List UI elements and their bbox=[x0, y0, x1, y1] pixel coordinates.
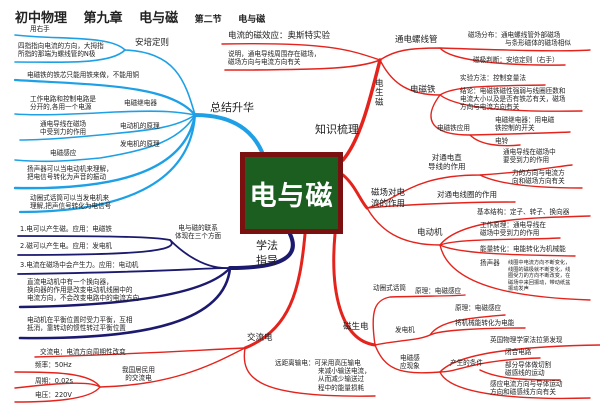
course-name: 初中物理 bbox=[15, 11, 68, 26]
induction-label: 电磁感应现象 bbox=[400, 354, 420, 371]
relay-desc: 工作电路和控制电路是分开的,各用一个电源 bbox=[30, 95, 96, 112]
ac-label: 交流电 bbox=[247, 333, 273, 343]
microphone-principle: 原理：电磁感应 bbox=[415, 287, 462, 295]
microphone-label: 动圈式话筒 bbox=[373, 284, 406, 292]
microphone-note: 动圈式话筒可以当发电机来理解,把声信号转化为电信号 bbox=[30, 194, 112, 211]
conditions-label: 产生的条件 bbox=[450, 359, 483, 367]
electro-magnet-label: 电生磁 bbox=[375, 79, 384, 108]
straight-wire-item: 力的方向与电流方向和磁场方向有关 bbox=[512, 169, 565, 186]
relation-item: 1.电可以产生磁。应用：电磁铁 bbox=[20, 225, 113, 233]
core-note: 电磁铁的铁芯只能用铁来做，不能用铜 bbox=[27, 71, 140, 79]
solenoid-label: 通电螺线管 bbox=[395, 35, 438, 45]
ampere-item: 四指指向电流的方向，大拇指所指的那端为螺线管的N极 bbox=[18, 42, 104, 59]
application-bell: 电铃 bbox=[495, 137, 509, 145]
force-on-current-label: 磁场对电流的作用 bbox=[371, 188, 406, 210]
motor-principle: 工作原理：通电导线在磁场中受到力的作用 bbox=[480, 221, 546, 238]
speaker-label: 扬声器 bbox=[480, 259, 500, 267]
condition-item: 部分导体做切割磁感线的运动 bbox=[505, 361, 552, 378]
balance-note: 电动机在平衡位置时受力平衡，互相抵消，靠转动的惯性转过平衡位置 bbox=[27, 316, 133, 333]
electromagnet-application-label: 电磁铁应用 bbox=[437, 124, 470, 132]
summary-label: 总结升华 bbox=[210, 101, 254, 114]
speaker-note: 扬声器可以当电动机来理解，把电信号转化为声音的振动 bbox=[27, 165, 113, 182]
summary-trunk bbox=[193, 113, 264, 154]
solenoid-pole: 磁极判断：安培定则（右手） bbox=[473, 56, 559, 64]
section-name: 电与磁 bbox=[238, 15, 266, 25]
relation-item: 3.电流在磁场中会产生力。应用：电动机 bbox=[20, 261, 139, 269]
generator-principle: 原理：电磁感应 bbox=[455, 304, 502, 312]
page-title: 初中物理 第九章 电与磁 第二节 电与磁 bbox=[15, 7, 277, 26]
method-label: 学法指导 bbox=[256, 239, 278, 268]
motor-principle-label: 电动机的原理 bbox=[120, 122, 160, 130]
induction-direction: 感应电流方向与导体运动方向和磁感线方向有关 bbox=[490, 380, 563, 397]
electromagnet-method: 实验方法：控制变量法 bbox=[460, 74, 526, 82]
transmission-note: 远距离输电：可采用高压输电来减小输送电流，从而减少输送过程中的能量损耗 bbox=[275, 359, 371, 392]
straight-wire-label: 对通电直导线的作用 bbox=[428, 153, 466, 172]
relay-label: 电磁继电器 bbox=[124, 99, 157, 107]
generator-principle-desc: 电磁感应 bbox=[50, 149, 77, 157]
generator-principle-label: 发电机的原理 bbox=[120, 140, 160, 148]
speaker-desc: 线圈中电流方向不断变化，线圈的磁极就不断变化，线圈受力的方向不断改变，在磁场中来… bbox=[508, 260, 571, 292]
generator-label: 发电机 bbox=[395, 326, 415, 334]
knowledge-label: 知识梳理 bbox=[315, 123, 359, 136]
straight-wire-item: 通电导线在磁场中要受到力的作用 bbox=[503, 148, 556, 165]
generator-energy: 将机械能转化为电能 bbox=[455, 319, 515, 327]
knowledge-branches bbox=[14, 43, 600, 403]
relation-label: 电与磁的联系体现在三个方面 bbox=[175, 224, 222, 241]
motor-label: 电动机 bbox=[417, 228, 443, 238]
ampere-item: 用右手 bbox=[30, 25, 50, 33]
application-relay: 电磁继电器：用电磁铁控制的开关 bbox=[495, 116, 555, 133]
magnet-electro-label: 磁生电 bbox=[343, 322, 369, 332]
chapter-name: 电与磁 bbox=[139, 11, 179, 26]
motor-structure: 基本结构：定子、转子、换向器 bbox=[477, 208, 570, 216]
center-label: 电与磁 bbox=[249, 180, 334, 212]
household-ac-label: 我国居民用的交流电 bbox=[122, 366, 155, 383]
method-branches bbox=[17, 232, 295, 340]
summary-branches bbox=[13, 34, 264, 214]
electromagnet-label: 电磁铁 bbox=[410, 85, 436, 95]
chapter-number: 第九章 bbox=[83, 11, 123, 26]
condition-item: 闭合电路 bbox=[505, 348, 532, 356]
section-number: 第二节 bbox=[194, 15, 222, 25]
solenoid-field: 磁场分布：通电螺线管外部磁场与条形磁体的磁场相似 bbox=[468, 31, 571, 48]
ampere-rule-label: 安培定则 bbox=[135, 38, 170, 48]
center-node: 电与磁 bbox=[240, 152, 343, 234]
oersted-desc: 说明，通电导线周围存在磁场，磁场方向与电流方向有关 bbox=[228, 50, 321, 67]
relation-item: 2.磁可以产生电。应用：发电机 bbox=[20, 242, 113, 250]
electromagnet-conclusion: 结论：电磁铁磁性强弱与线圈匝数和电流大小以及是否有铁芯有关，磁场方向与电流方向有… bbox=[460, 87, 566, 112]
commutator-note: 直流电动机中有一个换向器，换向器的作用是改变电动机线圈中的电流方向，不会改变电路… bbox=[27, 278, 140, 303]
ac-voltage: 电压：220V bbox=[35, 391, 72, 399]
branch-ampere bbox=[124, 49, 196, 116]
coil-label: 对通电线圈的作用 bbox=[437, 190, 497, 199]
ac-definition: 交流电：电流方向周期性改变 bbox=[40, 348, 126, 356]
motor-principle-desc: 通电导线在磁场中受到力的作用 bbox=[40, 120, 87, 137]
oersted-label: 电流的磁效应：奥斯特实验 bbox=[228, 31, 331, 41]
motor-energy: 能量转化：电能转化为机械能 bbox=[480, 245, 566, 253]
ac-frequency: 频率：50Hz bbox=[35, 361, 72, 369]
induction-discoverer: 英国物理学家法拉第发现 bbox=[490, 336, 563, 344]
ac-period: 周期：0.02s bbox=[35, 377, 73, 385]
